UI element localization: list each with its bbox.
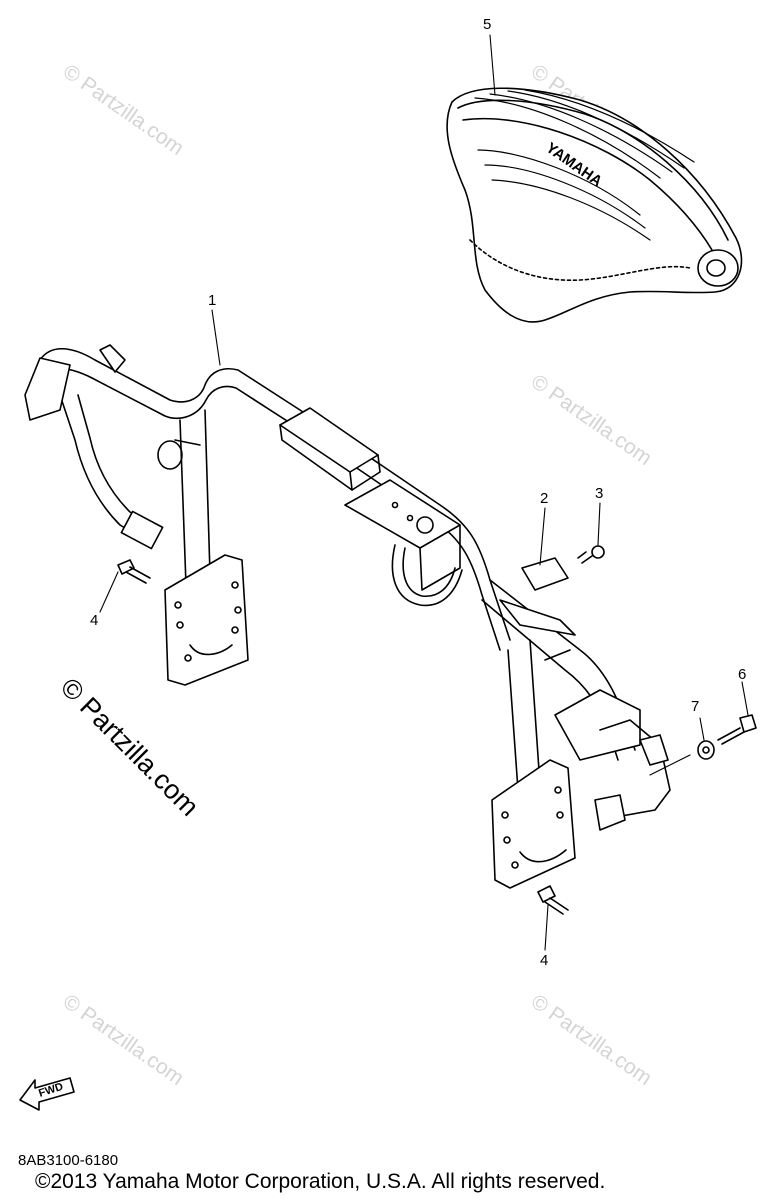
seat-part: YAMAHA <box>446 87 743 323</box>
callout-1: 1 <box>208 292 217 309</box>
diagram-code: 8AB3100-6180 <box>18 1152 119 1169</box>
part-2-cap <box>521 557 569 591</box>
part-4-bolt-right <box>537 885 569 915</box>
fwd-arrow-icon: FWD <box>19 1077 75 1111</box>
part-4-bolt-left <box>117 559 151 584</box>
part-3-screw <box>577 545 605 564</box>
leader-lines <box>99 34 749 951</box>
frame-part <box>24 344 671 889</box>
callout-6: 6 <box>738 666 747 683</box>
callout-3: 3 <box>595 485 604 502</box>
callout-4-right: 4 <box>540 952 549 969</box>
callout-4-left: 4 <box>90 612 99 629</box>
callout-2: 2 <box>540 490 549 507</box>
callout-5: 5 <box>483 16 492 33</box>
copyright-notice: ©2013 Yamaha Motor Corporation, U.S.A. A… <box>35 1170 606 1193</box>
callout-7: 7 <box>691 698 700 715</box>
part-6-bolt <box>717 714 757 745</box>
part-7-washer <box>697 740 715 760</box>
